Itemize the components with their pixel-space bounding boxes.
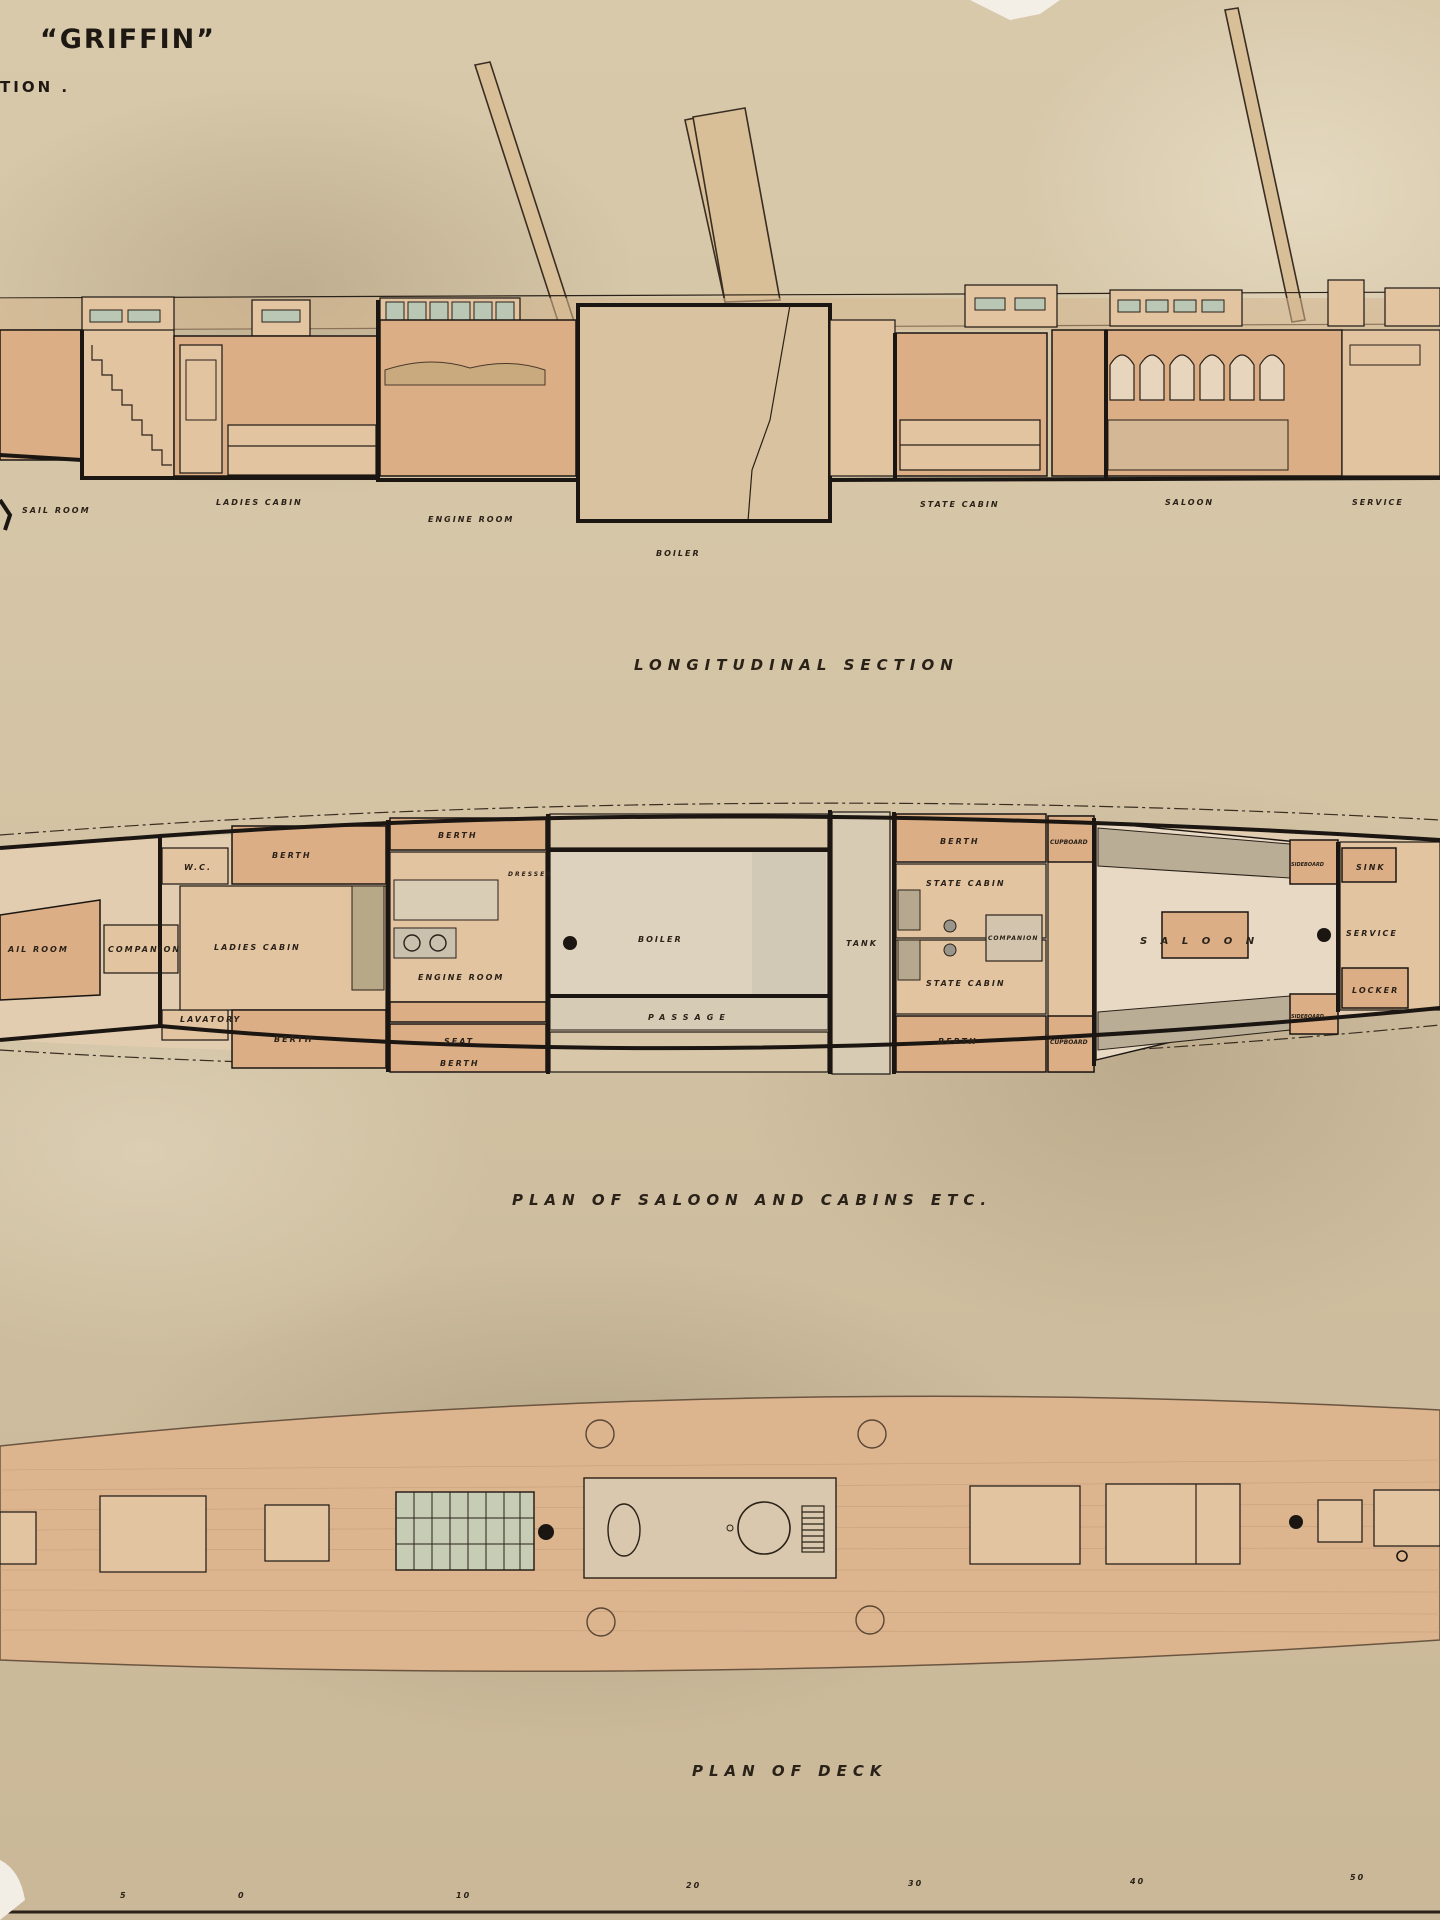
plan-label-boiler: BOILER xyxy=(638,935,683,944)
scale-tick-10: 10 xyxy=(456,1891,471,1900)
scale-tick-50: 50 xyxy=(1350,1873,1365,1882)
plan-label-state-cabin-top: STATE CABIN xyxy=(926,879,1006,888)
drawing-title: “GRIFFIN” xyxy=(40,24,216,55)
saloon-table xyxy=(1161,911,1249,959)
engine-skylight-plan xyxy=(395,1491,535,1571)
plan-label-lavatory: LAVATORY xyxy=(180,1015,241,1024)
plan-of-saloon-and-cabins: AIL ROOM COMPANION W.C. LAVATORY BERTH L… xyxy=(0,802,1440,1209)
longitudinal-section-heading: LONGITUDINAL SECTION xyxy=(634,656,959,674)
plan-cupboard-bottom xyxy=(1047,1015,1095,1073)
scale-tick-40: 40 xyxy=(1129,1877,1145,1886)
plan-label-state-cabin-bottom: STATE CABIN xyxy=(926,979,1006,988)
plan-label-passage: PASSAGE xyxy=(648,1013,731,1022)
mainmast-plan xyxy=(1289,1515,1303,1529)
mast-step-fwd xyxy=(563,936,577,950)
funnel-plan xyxy=(737,1501,791,1555)
ladies-cabin-door xyxy=(179,344,223,474)
plan-label-berth-bottom-2: BERTH xyxy=(440,1059,480,1068)
plan-label-sideboard-top: SIDEBOARD xyxy=(1291,862,1324,868)
drawing-subtitle: TION . xyxy=(0,78,70,96)
scale-tick-20: 20 xyxy=(686,1881,701,1890)
plan-sink xyxy=(1341,847,1397,883)
plan-lavatory xyxy=(161,1009,229,1041)
section-label-ladies-cabin: LADIES CABIN xyxy=(216,498,303,507)
section-label-boiler: BOILER xyxy=(656,549,701,558)
plan-label-dresser: DRESSER xyxy=(508,871,553,878)
section-label-sail-room: SAIL ROOM xyxy=(22,506,91,515)
plan-label-tank: TANK xyxy=(846,939,878,948)
section-label-saloon: SALOON xyxy=(1165,498,1214,507)
plan-sail-room xyxy=(0,899,101,1001)
scale-tick-30: 30 xyxy=(908,1879,923,1888)
plan-label-berth-top-1: BERTH xyxy=(272,851,312,860)
deck-hatch-2 xyxy=(264,1504,330,1562)
plan-label-berth-bottom-1: BERTH xyxy=(274,1035,314,1044)
scale-tick-5: 5 xyxy=(120,1891,128,1900)
scale-tick-0: 0 xyxy=(238,1891,246,1900)
plan-companion-fwd xyxy=(103,924,179,974)
plan-sideboard-bottom xyxy=(1289,993,1339,1035)
plan-companion-aft xyxy=(985,914,1043,962)
plan-label-berth-top-3: BERTH xyxy=(940,837,980,846)
plan-label-sink: SINK xyxy=(1356,863,1386,872)
plan-wc xyxy=(161,847,229,885)
plan-engine-room xyxy=(389,851,547,1003)
plan-deck-heading: PLAN OF DECK xyxy=(692,1762,888,1780)
plan-label-engine-room: ENGINE ROOM xyxy=(418,973,504,982)
plan-label-sideboard-bottom: SIDEBOARD xyxy=(1291,1014,1324,1020)
deck-hatch-1 xyxy=(99,1495,207,1573)
plan-hull-bottom xyxy=(159,1006,1440,1051)
plan-label-berth-top-2: BERTH xyxy=(438,831,478,840)
sail-room xyxy=(0,329,83,461)
plan-label-companion-aft: COMPANION xyxy=(988,935,1038,942)
plan-label-companion-fwd: COMPANION xyxy=(108,945,181,954)
foremast-plan xyxy=(538,1524,554,1540)
scale-bar: 5 0 10 20 30 40 50 xyxy=(0,1873,1440,1914)
boiler-casing-plan xyxy=(583,1477,837,1579)
plan-label-seat: SEAT xyxy=(444,1037,474,1046)
plan-hull-top xyxy=(159,814,1440,842)
plan-label-sail-room: AIL ROOM xyxy=(7,945,69,954)
torn-corner-bottom xyxy=(0,1860,25,1920)
plan-berth-top-1 xyxy=(231,825,387,885)
section-label-service: SERVICE xyxy=(1352,498,1404,507)
deck-hatch-3 xyxy=(969,1485,1081,1565)
plan-of-deck: PLAN OF DECK xyxy=(0,1395,1440,1780)
plan-label-ladies-cabin: LADIES CABIN xyxy=(214,943,301,952)
plan-label-wc: W.C. xyxy=(184,863,212,872)
mast-step-aft xyxy=(1317,928,1331,942)
plan-label-service: SERVICE xyxy=(1346,929,1398,938)
plan-tank xyxy=(831,811,891,1075)
plan-label-locker: LOCKER xyxy=(1352,986,1399,995)
plan-label-saloon: S A L O O N xyxy=(1140,936,1259,947)
plan-label-cupboard-top: CUPBOARD xyxy=(1050,839,1088,846)
longitudinal-section: SAIL ROOM LADIES CABIN ENGINE ROOM BOILE… xyxy=(0,7,1440,674)
plan-label-berth-bottom-3: BERTH xyxy=(938,1037,978,1046)
service-section xyxy=(1341,329,1440,477)
saloon-arches xyxy=(1109,354,1285,401)
plan-passage xyxy=(549,995,829,1031)
companion-stairs xyxy=(91,345,172,466)
mainmast xyxy=(1224,7,1306,323)
plan-cabins-heading: PLAN OF SALOON AND CABINS ETC. xyxy=(512,1191,992,1209)
plan-locker xyxy=(1341,967,1409,1009)
section-label-engine-room: ENGINE ROOM xyxy=(428,515,514,524)
torn-corner xyxy=(970,0,1060,20)
plan-label-cupboard-bottom: CUPBOARD xyxy=(1050,1039,1088,1046)
plan-seat xyxy=(389,1001,547,1023)
deck-hatch-4 xyxy=(1105,1483,1241,1565)
section-label-state-cabin: STATE CABIN xyxy=(920,500,1000,509)
engine-room-section xyxy=(379,319,577,477)
boiler-section xyxy=(576,303,832,523)
